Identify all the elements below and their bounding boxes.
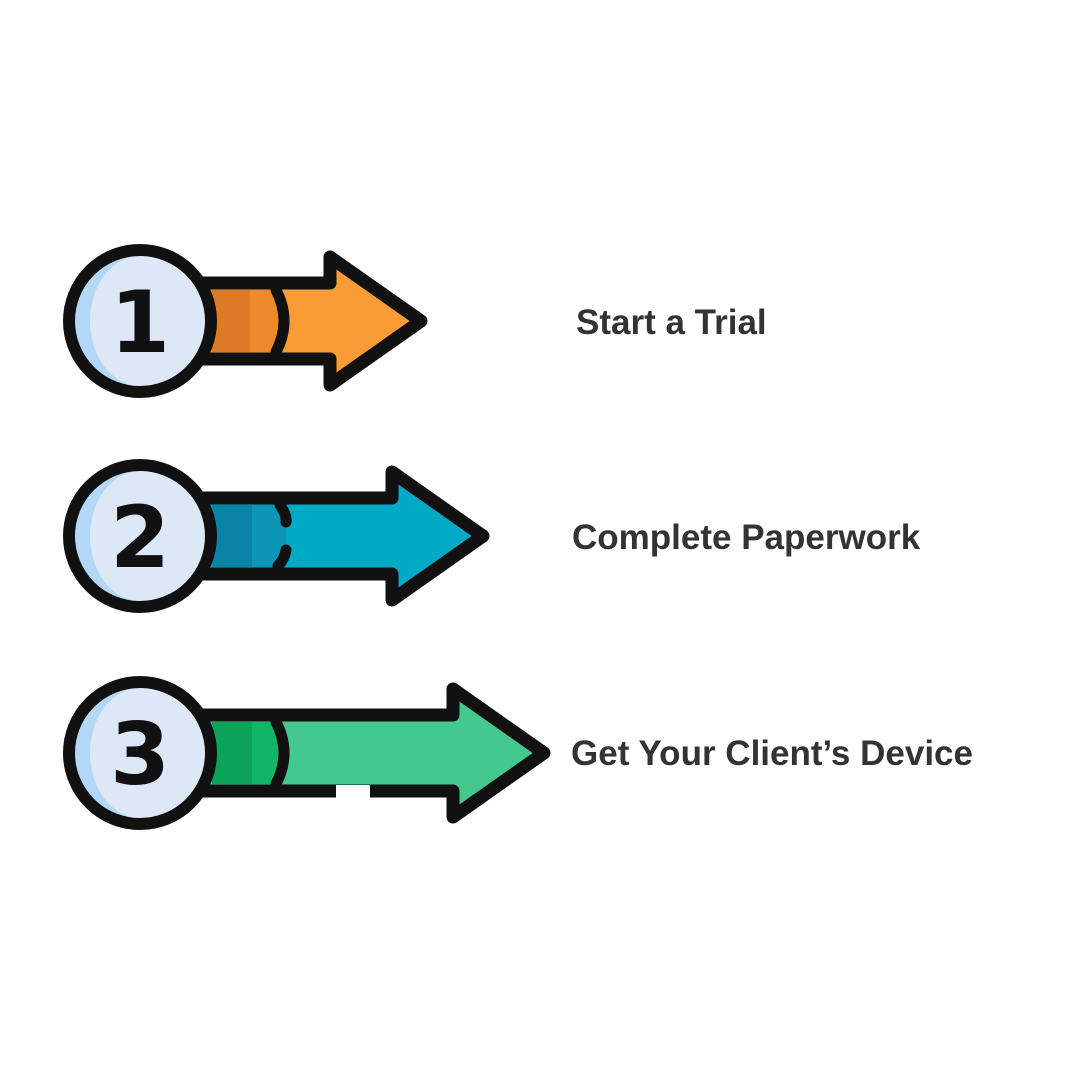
- step-1-arrow-band-line: [270, 284, 290, 358]
- step-3-number: 3: [110, 705, 170, 805]
- step-3-label: Get Your Client’s Device: [571, 734, 973, 773]
- step-1-circle-shade: [75, 256, 140, 386]
- step-2-arrow-band-line-top: [274, 499, 292, 528]
- step-3-number-circle: 3: [63, 676, 217, 830]
- step-1-arrow-band-light: [250, 290, 278, 352]
- step-3-circle-shade: [75, 688, 140, 818]
- step-1-arrow-band-dark: [212, 290, 250, 352]
- step-2-number: 2: [110, 488, 170, 588]
- step-2-number-circle: 2: [63, 459, 217, 613]
- step-3-arrow-band-dark: [212, 722, 252, 784]
- step-3-arrow-outline-gap: [336, 785, 370, 798]
- step-1-label: Start a Trial: [576, 303, 767, 342]
- step-2-arrow-band-line-bottom: [272, 544, 292, 572]
- step-2-circle-shade: [75, 471, 140, 601]
- step-3-arrow-band-line: [270, 716, 290, 790]
- step-1-number-circle: 1: [63, 244, 217, 398]
- step-2-label: Complete Paperwork: [572, 518, 921, 557]
- step-1-number: 1: [110, 273, 170, 373]
- step-3-arrow-band-light: [252, 722, 278, 784]
- step-2-arrow-band-dark: [212, 505, 252, 567]
